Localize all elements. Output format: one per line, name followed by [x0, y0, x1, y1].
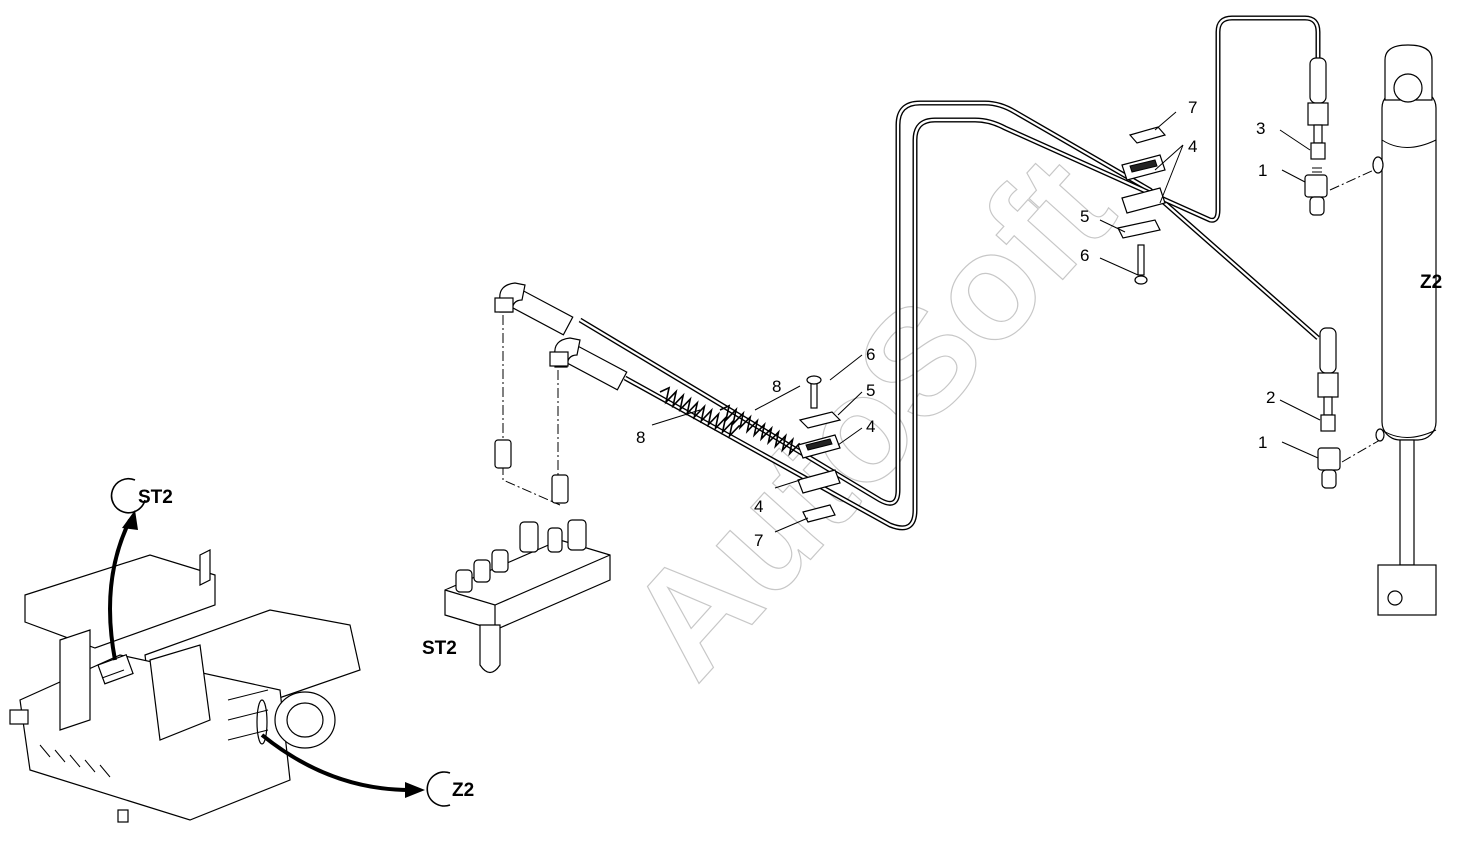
spring-guard-left — [659, 386, 741, 439]
adapter-fitting-lower — [1317, 447, 1341, 489]
z2-component-label: Z2 — [1420, 272, 1442, 293]
leader-lines — [651, 111, 1321, 533]
spring-guard-right — [719, 404, 801, 457]
callout-7-lower: 7 — [754, 531, 763, 550]
control-valve-block-st2 — [444, 439, 611, 674]
z2-reference-label: Z2 — [452, 780, 474, 801]
arrow-to-z2 — [260, 733, 451, 807]
callout-5-middle: 5 — [866, 381, 875, 400]
paver-machine-illustration — [9, 549, 361, 823]
callout-3: 3 — [1256, 119, 1265, 138]
callout-6-top: 6 — [1080, 246, 1089, 265]
callout-7-top: 7 — [1188, 98, 1197, 117]
callout-4-lower: 4 — [754, 497, 763, 516]
callout-1-lower: 1 — [1258, 433, 1267, 452]
clamp-assembly-middle — [797, 375, 842, 523]
adapter-fitting-upper — [1304, 167, 1328, 216]
callout-4-middle: 4 — [866, 417, 875, 436]
hose-end-fitting-upper — [494, 282, 574, 336]
hose-end-upper-right — [1307, 57, 1329, 160]
arrow-to-st2 — [108, 477, 146, 661]
hydraulic-cylinder-z2 — [1372, 44, 1437, 616]
hose-end-fitting-lower — [549, 337, 628, 391]
callout-8-lower: 8 — [636, 428, 645, 447]
st2-component-label: ST2 — [422, 638, 457, 659]
callout-6-middle: 6 — [866, 345, 875, 364]
callout-5-top: 5 — [1080, 207, 1089, 226]
st2-reference-label: ST2 — [138, 487, 173, 508]
callout-1-upper: 1 — [1258, 161, 1267, 180]
hose-line-upper — [578, 100, 1320, 506]
hose-end-lower-right — [1317, 327, 1339, 432]
callout-8-upper: 8 — [772, 377, 781, 396]
callout-4-top: 4 — [1188, 137, 1197, 156]
clamp-assembly-top — [1117, 126, 1167, 285]
callout-2: 2 — [1266, 388, 1275, 407]
alignment-line-st2-a — [502, 315, 561, 506]
hose-line-lower — [623, 15, 1321, 531]
alignment-line-lower — [1341, 439, 1381, 463]
